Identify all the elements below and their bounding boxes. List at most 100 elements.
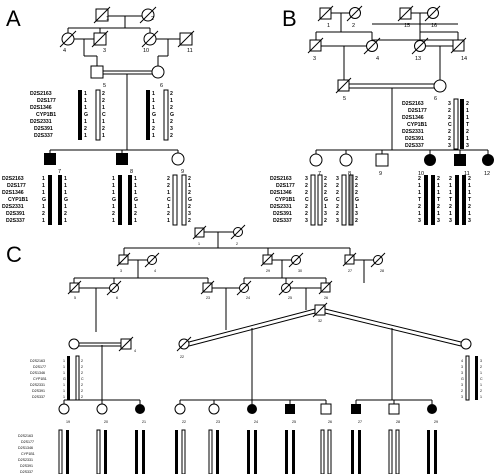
svg-text:D2S177: D2S177 — [21, 440, 34, 444]
individual-c-v1 — [58, 403, 70, 415]
panel-label-b: B — [282, 6, 297, 31]
svg-text:D2S337: D2S337 — [20, 470, 33, 474]
svg-text:22: 22 — [180, 355, 184, 359]
svg-text:23: 23 — [206, 296, 210, 300]
svg-text:3: 3 — [437, 218, 440, 224]
svg-text:1: 1 — [63, 359, 65, 363]
svg-text:3: 3 — [461, 383, 463, 387]
marker-labels-a7: D2S2163 D2S177 D2S1346 CYP1B1 D2S2331 D2… — [2, 176, 28, 224]
svg-text:1: 1 — [324, 204, 327, 210]
haplotype-bar-b7-left — [310, 174, 316, 226]
svg-text:D2S1346: D2S1346 — [18, 446, 33, 450]
svg-text:6: 6 — [116, 296, 118, 300]
svg-text:1: 1 — [134, 190, 137, 196]
individual-b10-affected — [424, 154, 436, 166]
svg-text:G: G — [84, 112, 88, 118]
svg-text:2: 2 — [466, 101, 469, 107]
svg-text:D2S1346: D2S1346 — [30, 105, 52, 111]
svg-text:1: 1 — [418, 190, 421, 196]
svg-text:2: 2 — [188, 204, 191, 210]
svg-text:5: 5 — [103, 83, 106, 89]
haplotype-bar-c-v1-left — [58, 429, 63, 474]
svg-text:2: 2 — [449, 204, 452, 210]
svg-text:2: 2 — [437, 176, 440, 182]
svg-text:7: 7 — [318, 171, 321, 177]
svg-text:2: 2 — [448, 108, 451, 114]
svg-text:2: 2 — [468, 204, 471, 210]
marker-labels-c-gen5: D2S2163 D2S177 D2S1346 CYP1B1 D2S2331 D2… — [18, 434, 35, 474]
haplotype-bar-c-v4-right — [181, 429, 186, 474]
svg-text:7: 7 — [58, 169, 61, 175]
svg-text:D2S177: D2S177 — [37, 98, 56, 104]
svg-text:CYP1B1: CYP1B1 — [275, 197, 295, 203]
svg-text:2: 2 — [448, 129, 451, 135]
svg-text:C: C — [102, 112, 106, 118]
svg-text:3: 3 — [355, 211, 358, 217]
svg-text:1: 1 — [167, 204, 170, 210]
haplotype-bar-b8-right — [348, 174, 354, 226]
svg-text:D2S391: D2S391 — [20, 464, 33, 468]
svg-text:2: 2 — [336, 204, 339, 210]
svg-text:3: 3 — [313, 56, 316, 62]
haplotype-bar-c-v2-left — [96, 429, 101, 474]
svg-text:12: 12 — [484, 171, 490, 177]
individual-b11-affected — [454, 154, 466, 166]
svg-text:30: 30 — [298, 269, 302, 273]
svg-text:1: 1 — [134, 183, 137, 189]
svg-text:D2S2331: D2S2331 — [30, 383, 45, 387]
svg-text:2: 2 — [167, 183, 170, 189]
haplotype-bar-c-v6-right — [254, 430, 257, 474]
haplotype-bar-c-v5-left — [208, 429, 213, 474]
alleles-a5: 1 1 1 G 1 2 1 2 2 1 C 1 2 1 — [84, 91, 106, 139]
svg-text:4: 4 — [461, 359, 463, 363]
svg-text:3: 3 — [480, 359, 482, 363]
svg-text:D2S2163: D2S2163 — [270, 176, 292, 182]
haplotype-bar-c-v10-left — [388, 429, 393, 474]
svg-text:1: 1 — [480, 371, 482, 375]
haplotype-bar-b11-right — [462, 175, 466, 225]
svg-text:2: 2 — [152, 126, 155, 132]
svg-text:2: 2 — [81, 389, 83, 393]
svg-text:2: 2 — [437, 204, 440, 210]
svg-text:21: 21 — [142, 420, 146, 424]
individual-b6 — [433, 79, 447, 93]
svg-text:2: 2 — [236, 242, 238, 246]
svg-text:27: 27 — [358, 420, 362, 424]
haplotype-bar-b10-right — [431, 175, 435, 225]
svg-text:14: 14 — [461, 56, 467, 62]
svg-text:T: T — [449, 197, 453, 203]
svg-text:16: 16 — [431, 23, 437, 29]
svg-text:2: 2 — [418, 204, 421, 210]
marker-labels-b6: D2S2163 D2S177 D2S1346 CYP1B1 D2S2331 D2… — [402, 101, 427, 149]
svg-text:2: 2 — [305, 204, 308, 210]
svg-text:2: 2 — [81, 359, 83, 363]
haplotype-bar-c-v3-right — [142, 430, 145, 474]
svg-text:15: 15 — [404, 23, 410, 29]
haplotype-bar-c-mother-right — [75, 355, 80, 401]
haplotype-bar-b10-left — [424, 175, 428, 225]
svg-text:1: 1 — [468, 190, 471, 196]
haplotype-bar-b6-left — [453, 98, 459, 150]
alleles-b10: 2 1 1 T 2 1 3 2 1 1 T 2 1 3 — [418, 176, 441, 224]
svg-text:2: 2 — [461, 389, 463, 393]
svg-text:2: 2 — [480, 389, 482, 393]
svg-text:29: 29 — [434, 420, 438, 424]
svg-text:3: 3 — [418, 218, 421, 224]
svg-text:1: 1 — [42, 204, 45, 210]
svg-text:G: G — [188, 197, 192, 203]
svg-text:1: 1 — [134, 218, 137, 224]
svg-text:1: 1 — [198, 242, 200, 246]
svg-text:1: 1 — [134, 204, 137, 210]
svg-text:2: 2 — [448, 115, 451, 121]
svg-text:2: 2 — [336, 183, 339, 189]
svg-text:2: 2 — [448, 136, 451, 142]
svg-text:1: 1 — [468, 211, 471, 217]
svg-text:1: 1 — [64, 218, 67, 224]
svg-text:1: 1 — [466, 108, 469, 114]
svg-text:1: 1 — [63, 365, 65, 369]
svg-text:6: 6 — [434, 96, 437, 102]
haplotype-bar-b7-right — [317, 174, 323, 226]
svg-text:D2S177: D2S177 — [276, 183, 295, 189]
individual-c-v7-affected — [285, 404, 295, 414]
svg-text:8: 8 — [130, 169, 133, 175]
